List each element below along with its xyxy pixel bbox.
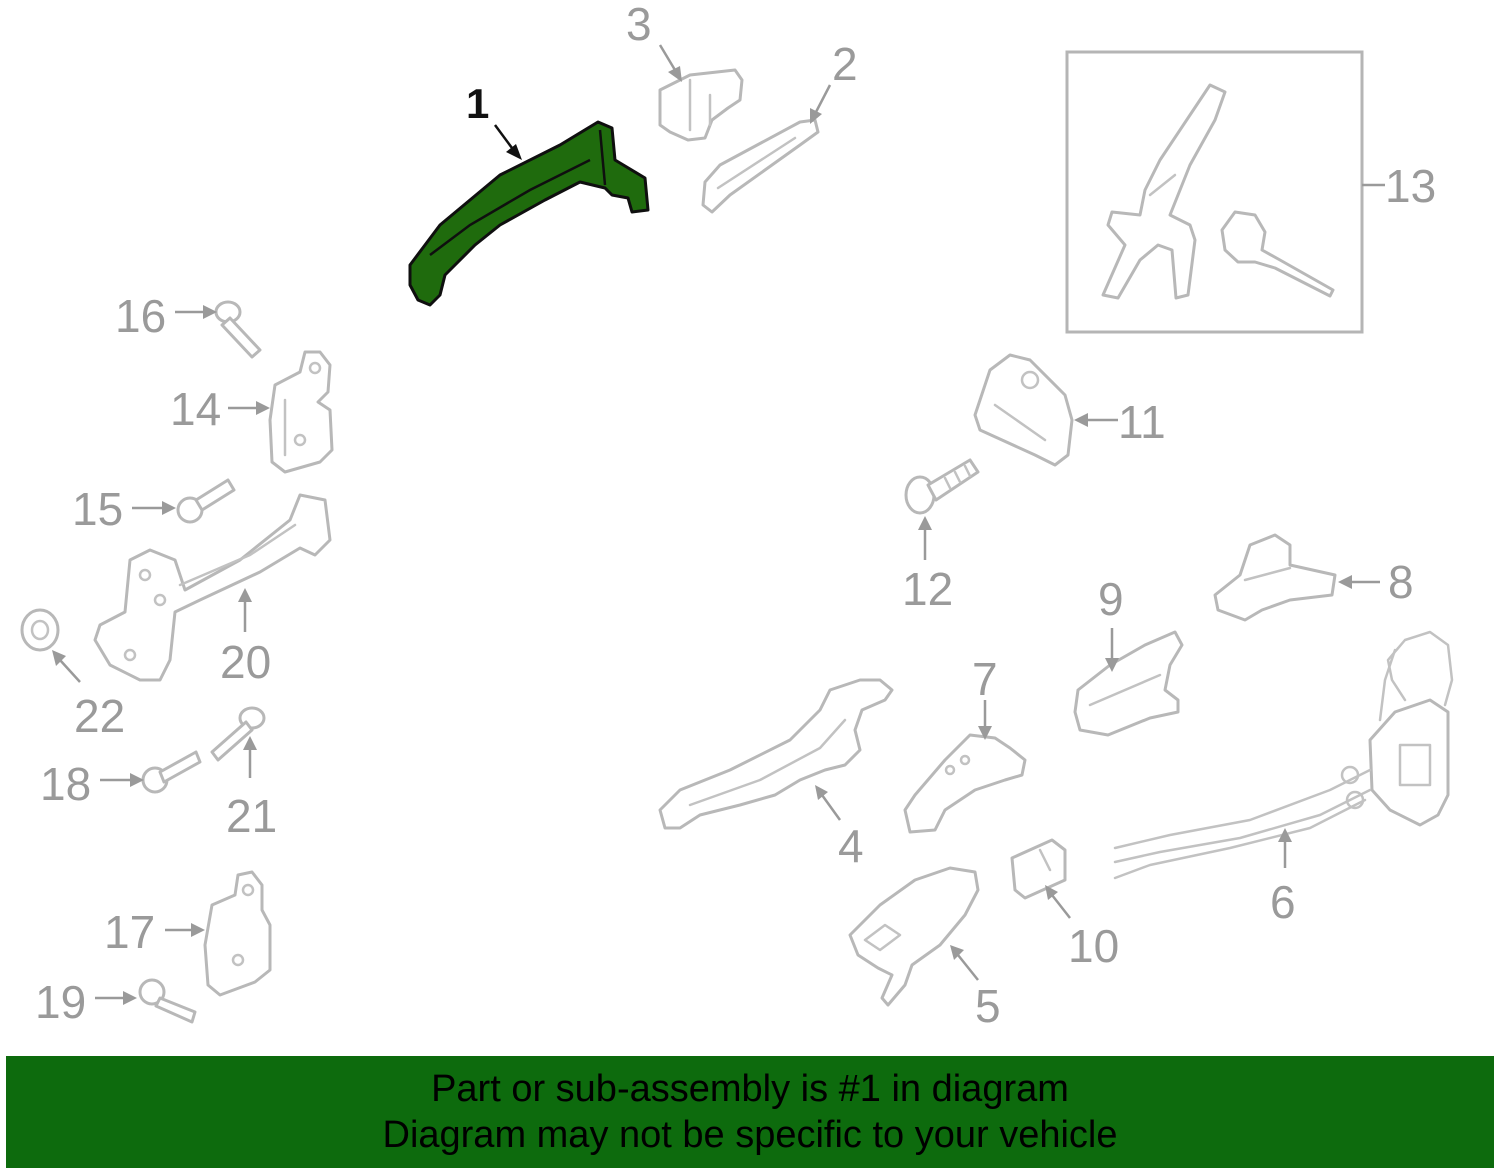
part-14-hinge[interactable] [268, 350, 334, 474]
part-17-hinge[interactable] [203, 870, 272, 997]
part-5-inner-handle[interactable] [848, 866, 980, 1007]
callout-18[interactable]: 18 [40, 758, 91, 810]
callout-7[interactable]: 7 [972, 653, 998, 705]
part-7-link[interactable] [903, 733, 1027, 834]
part-15-bolt[interactable] [176, 478, 236, 524]
callout-15[interactable]: 15 [72, 483, 123, 535]
info-banner: Part or sub-assembly is #1 in diagram Di… [6, 1056, 1494, 1168]
callout-6[interactable]: 6 [1270, 876, 1296, 928]
callout-14[interactable]: 14 [170, 383, 221, 435]
part-11-striker[interactable] [973, 353, 1074, 467]
part-12-screw[interactable] [904, 458, 980, 515]
part-19-bolt[interactable] [138, 978, 197, 1024]
part-13-inset[interactable] [1065, 50, 1364, 334]
part-8-clip[interactable] [1213, 533, 1337, 622]
callout-10[interactable]: 10 [1068, 920, 1119, 972]
callout-numbers: 1 2 3 4 5 6 7 8 9 10 11 12 13 14 15 16 1… [35, 0, 1436, 1032]
callout-3[interactable]: 3 [626, 0, 652, 50]
callout-12[interactable]: 12 [902, 563, 953, 615]
callout-9[interactable]: 9 [1098, 573, 1124, 625]
part-3-cap[interactable] [658, 68, 744, 142]
part-6-lock-actuator[interactable] [1113, 630, 1454, 880]
part-16-bolt[interactable] [214, 300, 262, 359]
callout-17[interactable]: 17 [104, 906, 155, 958]
part-18-bolt[interactable] [141, 750, 202, 794]
callout-22[interactable]: 22 [74, 690, 125, 742]
part-21-bolt[interactable] [210, 706, 266, 762]
callout-20[interactable]: 20 [220, 636, 271, 688]
banner-line-2: Diagram may not be specific to your vehi… [382, 1114, 1118, 1156]
callout-13[interactable]: 13 [1385, 160, 1436, 212]
part-10-cover[interactable] [1010, 838, 1067, 900]
callout-1[interactable]: 1 [466, 80, 489, 127]
parts-diagram: 1 2 3 4 5 6 7 8 9 10 11 12 13 14 15 16 1… [20, 0, 1454, 1032]
part-9-bracket[interactable] [1073, 630, 1184, 737]
part-22-washer[interactable] [20, 608, 60, 652]
callout-8[interactable]: 8 [1388, 556, 1414, 608]
part-20-door-check[interactable] [93, 493, 332, 682]
callout-5[interactable]: 5 [975, 980, 1001, 1032]
callout-16[interactable]: 16 [115, 290, 166, 342]
part-4-inner-bracket[interactable] [658, 678, 894, 830]
callout-2[interactable]: 2 [832, 38, 858, 90]
callout-arrows [52, 44, 1385, 1005]
part-2-gasket[interactable] [701, 118, 820, 214]
part-1-door-handle[interactable] [408, 120, 650, 307]
callout-19[interactable]: 19 [35, 976, 86, 1028]
callout-4[interactable]: 4 [838, 820, 864, 872]
callout-11[interactable]: 11 [1118, 396, 1166, 448]
banner-line-1: Part or sub-assembly is #1 in diagram [431, 1068, 1069, 1110]
callout-21[interactable]: 21 [226, 790, 277, 842]
